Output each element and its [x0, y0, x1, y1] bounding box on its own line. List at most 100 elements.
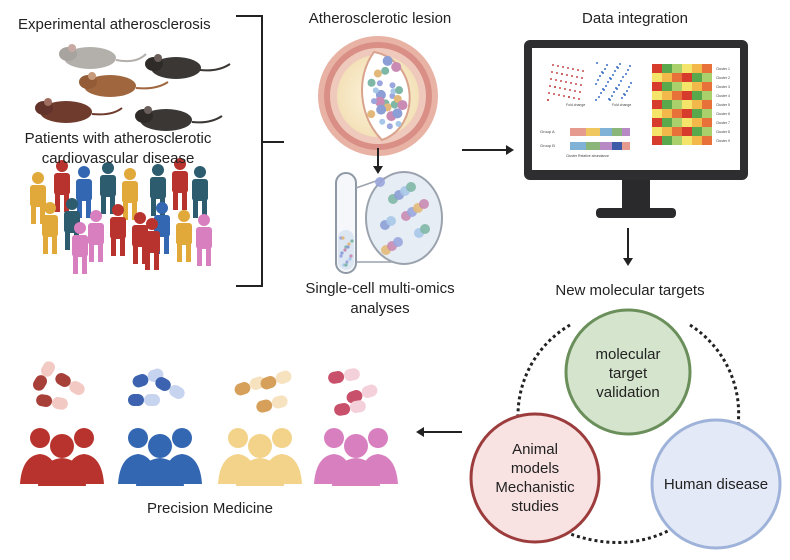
- cluster-label: Cluster 2: [716, 76, 730, 80]
- volcano-dot: [553, 93, 555, 95]
- heatmap-cell: [702, 100, 712, 109]
- heatmap-cell: [652, 100, 662, 109]
- circle-animal-models: [469, 412, 601, 544]
- heatmap-cell: [662, 91, 672, 100]
- heatmap-cell: [682, 109, 692, 118]
- volcano-dot: [621, 97, 623, 99]
- volcano-dot: [602, 72, 604, 74]
- monitor-group-b: Group B: [540, 143, 555, 148]
- cell-dot: [397, 100, 408, 111]
- heatmap-cell: [662, 100, 672, 109]
- mouse-brown-icon: [79, 72, 169, 97]
- volcano-dot: [606, 64, 608, 66]
- stacked-bar-segment: [570, 128, 586, 136]
- heatmap-cell: [682, 118, 692, 127]
- cluster-label: Cluster 7: [716, 121, 730, 125]
- volcano-dot: [604, 68, 606, 70]
- cell-dot: [386, 123, 393, 130]
- heatmap-cell: [682, 136, 692, 145]
- heatmap-cell: [652, 91, 662, 100]
- volcano-dot: [600, 92, 602, 94]
- heatmap-cell: [702, 82, 712, 91]
- pill-icon: [346, 384, 378, 404]
- cell-dot: [381, 66, 390, 75]
- pill-icons: [33, 361, 378, 416]
- cycle-right-label: Human disease: [652, 475, 780, 494]
- volcano-dot: [555, 79, 557, 81]
- pill-icon: [328, 368, 360, 384]
- cell-dot: [389, 82, 396, 89]
- heatmap-cell: [702, 136, 712, 145]
- cell-dot: [376, 80, 383, 87]
- cell-dot: [367, 110, 376, 119]
- person-icon: [30, 172, 46, 224]
- stacked-bar-segment: [586, 128, 600, 136]
- volcano-dot: [622, 76, 624, 78]
- pill-icon: [256, 395, 288, 413]
- volcano-dot: [554, 86, 556, 88]
- volcano-dot: [610, 78, 612, 80]
- volcano-dot: [620, 80, 622, 82]
- heatmap-cell: [682, 64, 692, 73]
- heatmap-cell: [702, 73, 712, 82]
- heatmap-cell: [652, 82, 662, 91]
- zoom-cell-dot: [393, 237, 403, 247]
- heatmap-cell: [692, 82, 702, 91]
- heatmap-cell: [662, 73, 672, 82]
- heatmap-cell: [672, 100, 682, 109]
- stacked-bar-segment: [586, 142, 600, 150]
- heatmap-cell: [652, 118, 662, 127]
- person-icon: [100, 162, 116, 214]
- volcano-dot: [629, 65, 631, 67]
- monitor-fold-change-2: Fold change: [612, 103, 631, 107]
- pill-icon: [128, 394, 160, 406]
- heatmap-cell: [682, 73, 692, 82]
- volcano-dot: [626, 90, 628, 92]
- volcano-dot: [559, 87, 561, 89]
- volcano-dot: [548, 92, 550, 94]
- heatmap-cell: [682, 91, 692, 100]
- heatmap-cell: [672, 82, 682, 91]
- pill-icon: [33, 361, 55, 391]
- validation-cycle: [469, 308, 782, 550]
- volcano-dot: [565, 81, 567, 83]
- cell-dot: [376, 104, 387, 115]
- volcano-dot: [609, 99, 611, 101]
- volcano-dot: [551, 71, 553, 73]
- heatmap-cell: [702, 118, 712, 127]
- heatmap-cell: [652, 73, 662, 82]
- volcano-dot: [596, 62, 598, 64]
- heatmap-cell: [662, 118, 672, 127]
- person-icon: [76, 166, 92, 218]
- volcano-dot: [616, 88, 618, 90]
- tube-cell-dot: [349, 254, 353, 258]
- cycle-top-line3: validation: [596, 384, 660, 401]
- volcano-dot: [614, 70, 616, 72]
- pill-icon: [234, 376, 266, 396]
- cell-dot: [373, 69, 382, 78]
- cell-dot: [367, 78, 376, 87]
- volcano-dot: [564, 88, 566, 90]
- integration-label: Data integration: [582, 10, 688, 27]
- cell-dot: [391, 61, 402, 72]
- volcano-dot: [624, 94, 626, 96]
- volcano-dot: [607, 81, 609, 83]
- heatmap-cell: [662, 136, 672, 145]
- volcano-dot: [569, 89, 571, 91]
- cycle-left-line2: models: [510, 460, 560, 477]
- heatmap-cell: [662, 109, 672, 118]
- heatmap-cell: [652, 136, 662, 145]
- heatmap-cell: [652, 127, 662, 136]
- cell-dot: [371, 98, 378, 105]
- pill-icon: [334, 400, 366, 416]
- heatmap-cell: [672, 109, 682, 118]
- stacked-bar-segment: [600, 128, 612, 136]
- targets-label: New molecular targets: [555, 282, 705, 299]
- heatmap-cell: [672, 118, 682, 127]
- volcano-dot: [619, 63, 621, 65]
- cluster-label: Cluster 9: [716, 139, 730, 143]
- stacked-bar-segment: [612, 128, 622, 136]
- stacked-bar-segment: [622, 142, 630, 150]
- mice-label: Experimental atherosclerosis: [18, 16, 211, 33]
